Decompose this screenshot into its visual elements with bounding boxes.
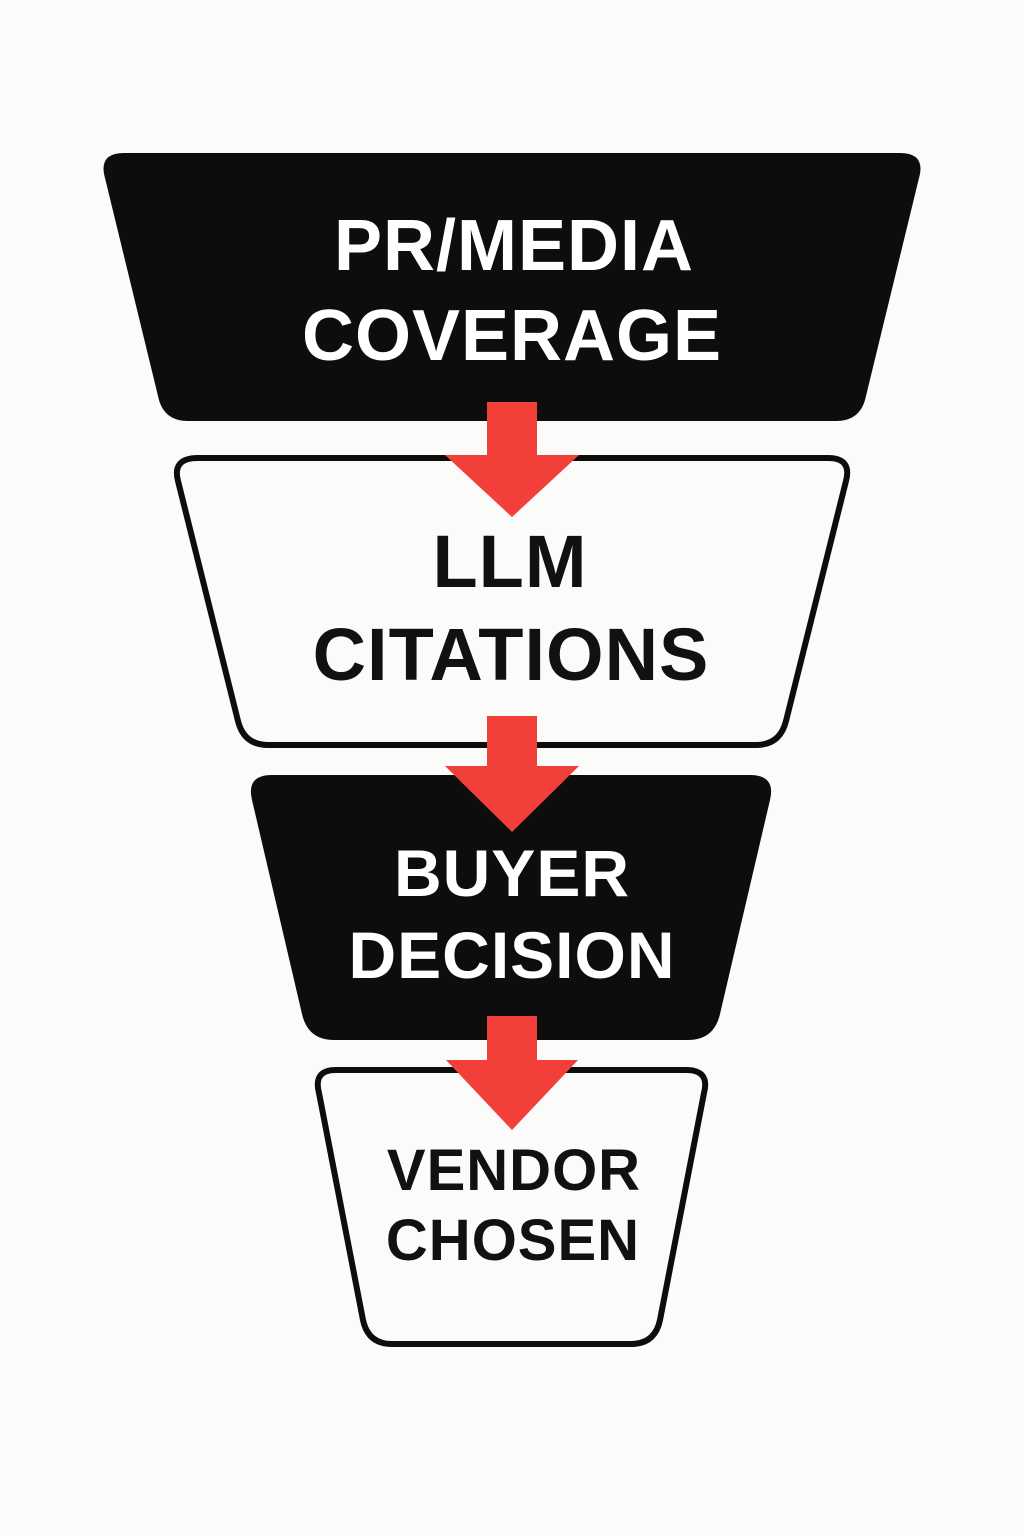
stage-label-vendor: VENDOR <box>387 1138 641 1203</box>
stage-label-citations: CITATIONS <box>313 613 710 696</box>
arrow-down-icon <box>445 716 579 832</box>
stage-label-llm: LLM <box>432 520 587 603</box>
stage-shape-llm-citations <box>174 455 851 748</box>
stage-label-buyer: BUYER <box>394 836 630 910</box>
stage-label-coverage: COVERAGE <box>302 296 722 376</box>
stage-shape-vendor-chosen <box>314 1067 709 1347</box>
stage-label-decision: DECISION <box>348 918 675 992</box>
stage-shape-pr-media-coverage <box>103 153 921 421</box>
stage-label-pr-media: PR/MEDIA <box>334 206 694 286</box>
stage-shape-buyer-decision <box>250 775 772 1040</box>
arrow-down-icon <box>445 402 579 517</box>
arrow-down-icon <box>446 1016 578 1130</box>
stage-label-chosen: CHOSEN <box>386 1208 640 1273</box>
